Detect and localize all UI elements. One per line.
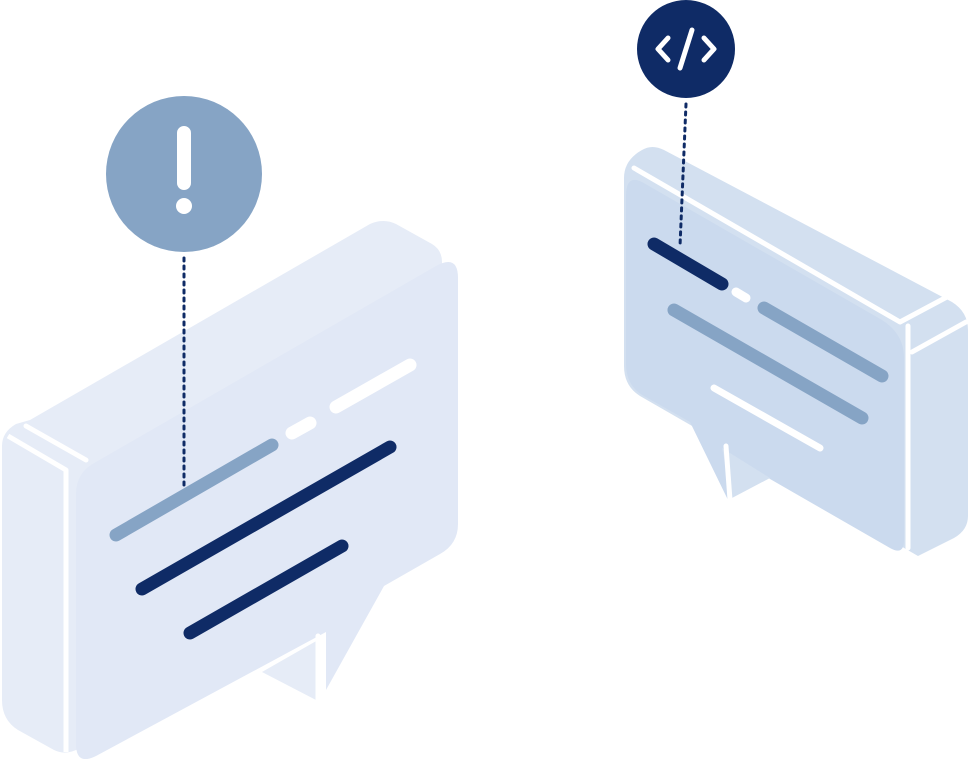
right-line-1a — [647, 237, 729, 291]
exclamation-icon — [176, 126, 192, 214]
right-connector-line — [678, 102, 688, 248]
left-bubble-edge — [6, 433, 69, 752]
code-brackets-icon — [655, 27, 717, 71]
right-bubble-lines — [647, 237, 889, 452]
right-badge — [637, 0, 735, 98]
left-badge — [106, 96, 262, 252]
right-line-2 — [667, 303, 869, 425]
right-line-1b — [731, 287, 751, 303]
left-bubble-lines — [109, 358, 417, 640]
left-line-1a — [109, 438, 279, 542]
left-bubble-tail — [262, 640, 318, 700]
left-line-1c — [329, 358, 417, 414]
right-speech-bubble — [624, 147, 969, 556]
right-line-3 — [710, 384, 824, 452]
left-speech-bubble — [2, 221, 458, 759]
right-bubble-tail-edge — [723, 443, 733, 503]
left-line-2 — [135, 440, 397, 596]
left-line-3 — [183, 539, 349, 640]
right-line-1c — [757, 301, 889, 383]
left-line-1b — [285, 416, 317, 440]
right-bubble-top-edge — [631, 165, 963, 325]
right-bubble-side-edge-2 — [909, 319, 969, 355]
right-bubble-tail — [722, 448, 770, 498]
left-bubble-top-edge — [23, 423, 89, 463]
